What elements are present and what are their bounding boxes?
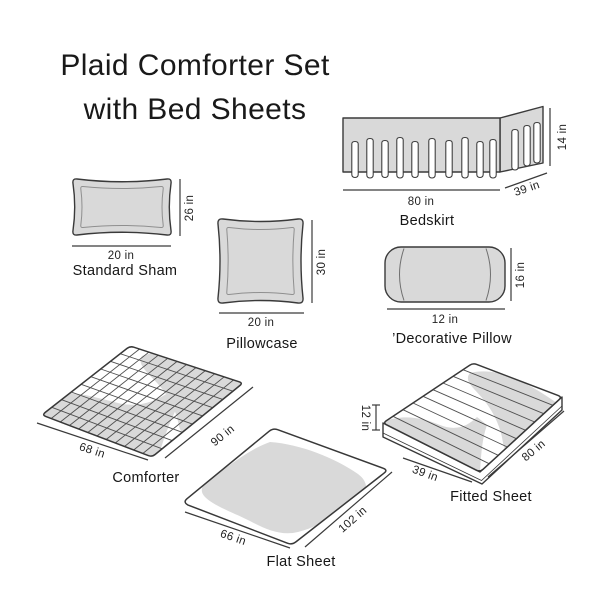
decorative-pillow-figure: 12 in 16 in ’Decorative Pillow: [375, 235, 545, 350]
sham-width-dimension: 20 in: [107, 250, 135, 262]
bedskirt-height-dimension: 14 in: [557, 123, 569, 151]
flat-sheet-drawing: [184, 428, 393, 549]
title-line-2: with Bed Sheets: [83, 93, 307, 126]
decorative-pillow-height-dimension: 16 in: [515, 261, 527, 289]
comforter-figure: 68 in 90 in Comforter: [30, 340, 265, 495]
comforter-label: Comforter: [112, 470, 180, 486]
bedskirt-figure: 80 in 39 in 14 in Bedskirt: [335, 100, 580, 235]
sham-height-dimension: 26 in: [184, 194, 196, 222]
decorative-pillow-drawing: [384, 246, 512, 310]
pillowcase-label: Pillowcase: [226, 336, 298, 352]
fitted-sheet-height-dimension: 12 in: [359, 404, 371, 432]
standard-sham-drawing: [72, 178, 181, 247]
page-title: Plaid Comforter Set with Bed Sheets: [30, 44, 360, 132]
decorative-pillow-width-dimension: 12 in: [431, 314, 459, 326]
standard-sham-label: Standard Sham: [72, 263, 178, 279]
flat-sheet-label: Flat Sheet: [266, 554, 336, 570]
comforter-drawing: [36, 346, 254, 461]
pillowcase-figure: 20 in 30 in Pillowcase: [205, 210, 350, 360]
bedskirt-label: Bedskirt: [399, 213, 455, 229]
pillowcase-drawing: [217, 218, 313, 314]
title-line-1: Plaid Comforter Set: [60, 49, 330, 82]
fitted-sheet-drawing: [372, 363, 565, 485]
bedskirt-width-dimension: 80 in: [407, 196, 435, 208]
bedskirt-drawing: [342, 105, 551, 191]
fitted-sheet-label: Fitted Sheet: [450, 489, 532, 505]
pillowcase-width-dimension: 20 in: [247, 317, 275, 329]
pillowcase-height-dimension: 30 in: [316, 248, 328, 276]
fitted-sheet-figure: 39 in 80 in 12 in Fitted Sheet: [355, 355, 590, 520]
flat-sheet-figure: 66 in 102 in Flat Sheet: [170, 420, 405, 580]
decorative-pillow-label: ’Decorative Pillow: [392, 331, 512, 347]
standard-sham-figure: 20 in 26 in Standard Sham: [60, 170, 210, 285]
